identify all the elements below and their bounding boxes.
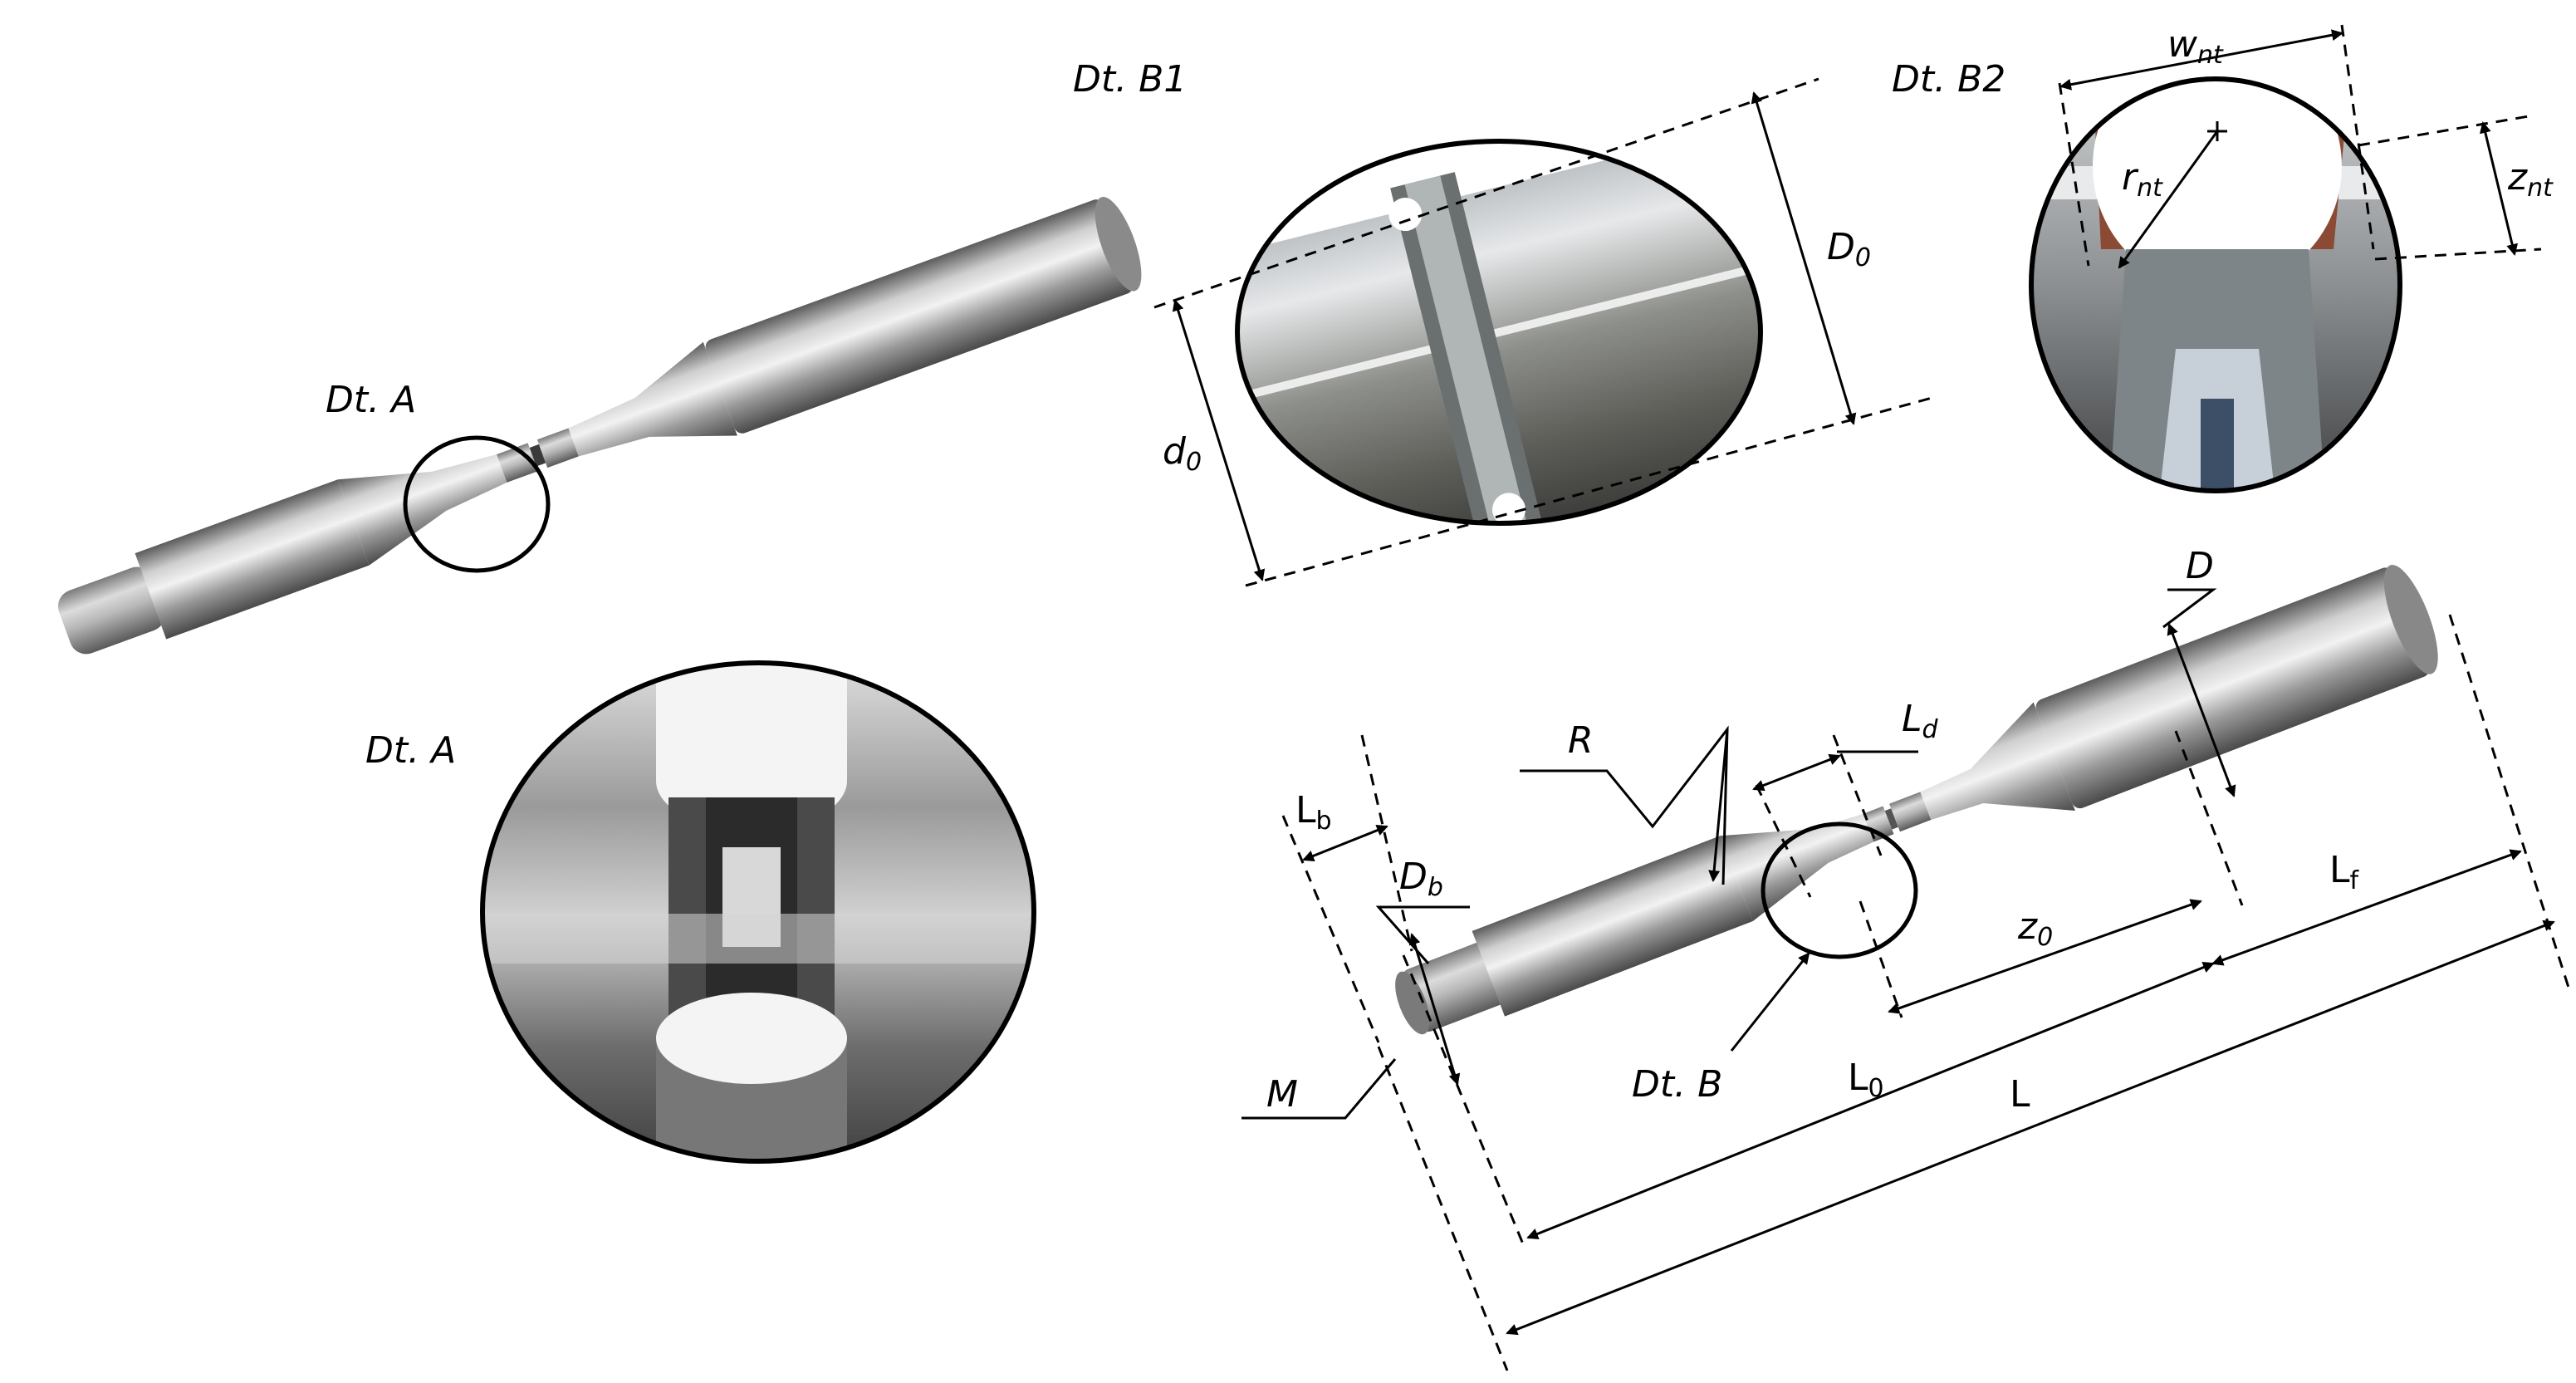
dtB-leader <box>1730 952 1810 1052</box>
label-L: L <box>2010 1073 2030 1116</box>
label-Ld: Ld <box>1902 698 1939 744</box>
Lf-ext-right <box>2448 614 2572 993</box>
R-leader-branch <box>1708 728 1729 882</box>
L-dimension-line <box>1506 920 2555 1336</box>
L-ext-left <box>1377 1046 1509 1371</box>
label-znt: znt <box>2507 156 2554 203</box>
Lb-ext-right <box>1360 734 1413 952</box>
L0-ext-left <box>1402 954 1526 1247</box>
label-M: M <box>1266 1073 1298 1116</box>
label-dt-b: Dt. B <box>1632 1063 1722 1106</box>
rnt-radius-line <box>2118 130 2219 269</box>
znt-ext-top <box>2358 115 2529 147</box>
label-Db: Db <box>1399 856 1443 902</box>
znt-ext-bottom <box>2374 248 2542 261</box>
label-Lf: Lf <box>2329 849 2360 895</box>
R-leader <box>1520 725 1729 885</box>
wnt-ext-left <box>2058 82 2090 267</box>
label-dt-b2: Dt. B2 <box>1892 58 2005 101</box>
M-leader <box>1241 1058 1397 1120</box>
Ld-dimension-line <box>1752 753 1841 792</box>
D0-dimension-line <box>1751 91 1857 425</box>
specimen-photo <box>57 196 1142 655</box>
label-Lb: Lb <box>1295 789 1332 836</box>
label-rnt: rnt <box>2122 156 2163 203</box>
Ld-ext-left <box>1755 784 1812 898</box>
d0-dimension-line <box>1172 299 1266 581</box>
label-dt-b1: Dt. B1 <box>1073 58 1187 101</box>
label-dt-a-bottom: Dt. A <box>365 729 456 772</box>
label-wnt: wnt <box>2167 23 2224 70</box>
Ld-ext-right <box>1832 734 1883 856</box>
label-D: D <box>2186 545 2214 587</box>
detail-a-frame <box>480 660 1036 1164</box>
wnt-dimension-line <box>2059 29 2343 91</box>
z0-dimension-line <box>1888 899 2202 1014</box>
D-dimension-line <box>2167 623 2236 797</box>
label-R: R <box>1568 719 1594 762</box>
Lb-ext-left <box>1281 815 1380 1043</box>
label-d0: d0 <box>1163 430 1202 477</box>
z0-ext-left <box>1859 900 1903 1018</box>
detail-a-marker-circle <box>403 435 551 573</box>
D-leader <box>2162 588 2217 629</box>
d0-ext-top <box>1153 77 1819 309</box>
specimen-render <box>1395 564 2438 1035</box>
z0-ext-right <box>2174 730 2244 906</box>
label-D0-big: D0 <box>1827 226 1871 272</box>
Lf-dimension-line <box>2211 849 2522 966</box>
label-dt-a-top: Dt. A <box>326 379 416 421</box>
label-L0: L0 <box>1848 1057 1884 1103</box>
detail-b2-zoom <box>2031 79 2400 491</box>
wnt-ext-right <box>2340 24 2375 250</box>
label-z0: z0 <box>2017 905 2053 952</box>
detail-a-zoom <box>482 663 1034 1161</box>
znt-dimension-line <box>2480 121 2518 256</box>
Lb-dimension-line <box>1302 824 1388 862</box>
Db-dimension-line <box>1408 933 1461 1086</box>
detail-b1-zoom <box>1237 141 1761 523</box>
